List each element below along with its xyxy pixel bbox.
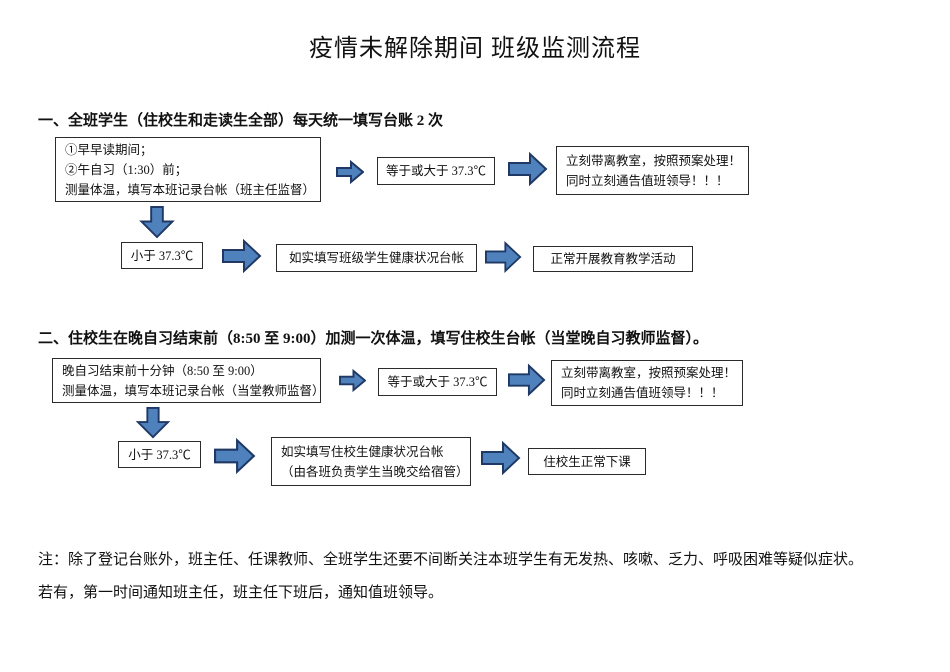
flow1-fever-box: 等于或大于 37.3℃ (377, 157, 495, 185)
flow2-result-label: 住校生正常下课 (543, 454, 631, 469)
arrow-down-icon (139, 206, 175, 239)
flow1-result-label: 正常开展教育教学活动 (550, 252, 676, 266)
flow1-fever-action-line1: 立刻带离教室，按照预案处理！ (566, 153, 742, 168)
flow2-fever-action-box: 立刻带离教室，按照预案处理！ 同时立刻通告值班领导！！！ (551, 360, 743, 406)
flow1-record-box: 如实填写班级学生健康状况台帐 (276, 244, 477, 272)
flow2-start-line1: 晚自习结束前十分钟（8:50 至 9:00） (62, 363, 263, 378)
flow2-normal-box: 小于 37.3℃ (118, 441, 201, 468)
footer-note-line2: 若有，第一时间通知班主任，班主任下班后，通知值班领导。 (38, 585, 444, 601)
flow2-record-line1: 如实填写住校生健康状况台帐 (281, 444, 444, 459)
arrow-right-icon (339, 368, 366, 393)
arrow-right-icon (222, 238, 262, 274)
flow1-record-label: 如实填写班级学生健康状况台帐 (288, 251, 464, 265)
flow1-start-line2: ②午自习（1:30）前； (65, 162, 188, 177)
section1-heading: 一、全班学生（住校生和走读生全部）每天统一填写台账 2 次 (38, 113, 444, 129)
flow2-normal-label: 小于 37.3℃ (128, 447, 191, 462)
flow2-fever-label: 等于或大于 37.3℃ (387, 375, 488, 389)
flow1-normal-label: 小于 37.3℃ (130, 248, 194, 263)
flow2-record-line2: （由各班负责学生当晚交给宿管） (281, 464, 469, 479)
section2-heading: 二、住校生在晚自习结束前（8:50 至 9:00）加测一次体温，填写住校生台帐（… (38, 331, 708, 347)
flow2-start-box: 晚自习结束前十分钟（8:50 至 9:00） 测量体温，填写本班记录台帐（当堂教… (52, 358, 325, 403)
flow1-start-box: ①早早读期间； ②午自习（1:30）前； 测量体温，填写本班记录台帐（班主任监督… (55, 137, 321, 202)
flow2-result-box: 住校生正常下课 (528, 448, 646, 475)
flow2-fever-box: 等于或大于 37.3℃ (378, 368, 497, 396)
flow1-start-line3: 测量体温，填写本班记录台帐（班主任监督） (65, 182, 316, 197)
page-title: 疫情未解除期间 班级监测流程 (309, 36, 641, 62)
flow2-start-line2: 测量体温，填写本班记录台帐（当堂教师监督） (62, 383, 325, 398)
flow1-fever-label: 等于或大于 37.3℃ (386, 164, 487, 178)
flow2-record-box: 如实填写住校生健康状况台帐 （由各班负责学生当晚交给宿管） (271, 437, 471, 486)
footer-note-line1: 注：除了登记台账外，班主任、任课教师、全班学生还要不间断关注本班学生有无发热、咳… (38, 552, 864, 568)
footer-note: 注：除了登记台账外，班主任、任课教师、全班学生还要不间断关注本班学生有无发热、咳… (38, 544, 943, 610)
arrow-right-icon (336, 159, 364, 185)
arrow-right-icon (508, 363, 546, 397)
flow1-fever-action-box: 立刻带离教室，按照预案处理！ 同时立刻通告值班领导！！！ (556, 146, 749, 195)
flow2-fever-action-line1: 立刻带离教室，按照预案处理！ (561, 366, 737, 380)
flow1-normal-box: 小于 37.3℃ (121, 242, 203, 269)
flow1-fever-action-line2: 同时立刻通告值班领导！！！ (566, 173, 729, 188)
arrow-right-icon (481, 440, 521, 476)
flow2-fever-action-line2: 同时立刻通告值班领导！！！ (561, 386, 724, 400)
arrow-right-icon (508, 151, 548, 187)
arrow-right-icon (485, 240, 522, 274)
flow1-start-line1: ①早早读期间； (65, 142, 153, 157)
arrow-down-icon (135, 407, 171, 439)
arrow-right-icon (214, 437, 256, 475)
flow1-result-box: 正常开展教育教学活动 (533, 246, 693, 272)
